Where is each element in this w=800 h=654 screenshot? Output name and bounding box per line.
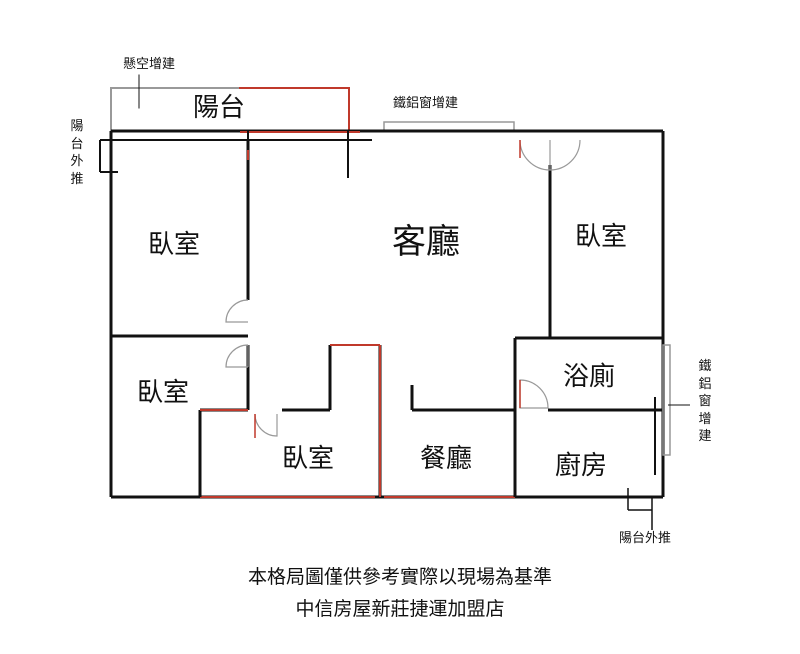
annotation-cantilever-addition: 懸空增建 — [123, 57, 176, 72]
room-label-dining-room: 餐廳 — [420, 444, 473, 474]
window-addition-right — [654, 344, 690, 475]
room-label-living-room: 客廳 — [392, 222, 460, 262]
wall-accents — [200, 131, 515, 498]
door-red-ticks — [254, 140, 521, 438]
footer-disclaimer: 本格局圖僅供參考實際以現場為基準 — [247, 566, 552, 588]
door-bathroom — [519, 379, 549, 409]
room-label-balcony: 陽台 — [193, 93, 246, 123]
exterior-walls — [109, 129, 665, 499]
balcony-push-out-bottom-marker — [627, 488, 653, 530]
balcony-push-out-left-marker — [99, 131, 372, 178]
doors — [225, 139, 581, 437]
door-bedroom-top-left — [225, 299, 249, 323]
footer-agency: 中信房屋新莊捷運加盟店 — [295, 598, 505, 620]
door-entry-top-right — [519, 139, 581, 171]
door-bedroom-bottom-center — [254, 413, 278, 437]
room-label-bedroom-bottom-left: 臥室 — [137, 378, 190, 408]
interior-walls — [111, 140, 663, 497]
door-bedroom-bottom-left — [225, 344, 249, 368]
room-label-bathroom: 浴廁 — [563, 362, 616, 392]
room-label-bedroom-bottom-center: 臥室 — [282, 444, 335, 474]
annotation-window-addition-top: 鐵鋁窗增建 — [393, 96, 459, 111]
room-label-bedroom-top-left: 臥室 — [148, 230, 201, 260]
room-label-kitchen: 廚房 — [555, 451, 608, 481]
room-label-bedroom-top-right: 臥室 — [575, 222, 628, 252]
annotation-balcony-push-out-left: 陽台外推 — [70, 119, 84, 187]
annotation-window-addition-right: 鐵鋁窗增建 — [698, 359, 712, 445]
annotation-balcony-push-out-bottom: 陽台外推 — [619, 531, 672, 546]
